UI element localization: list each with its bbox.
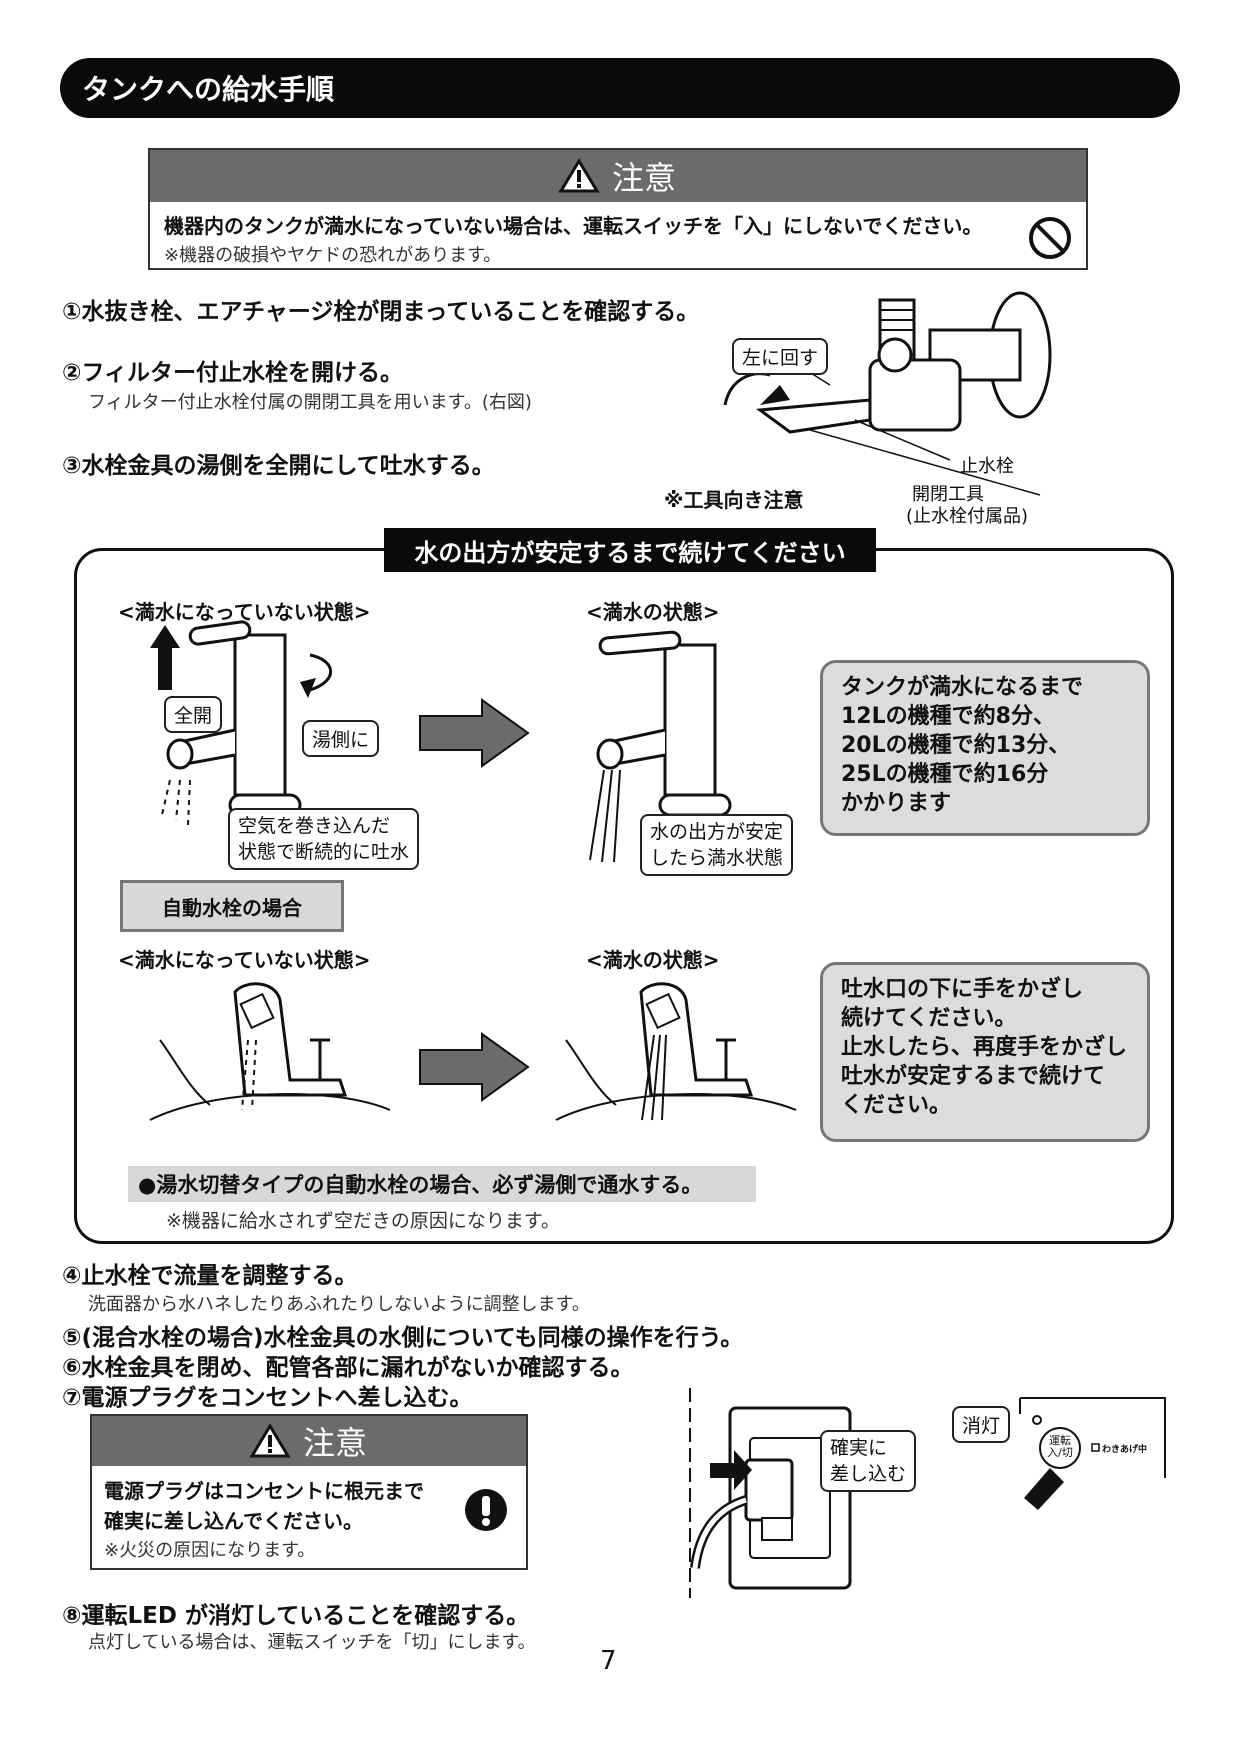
arrow-right-icon	[419, 1032, 530, 1102]
caution-note: ※火災の原因になります。	[104, 1540, 316, 1561]
hand-info-line: ください。	[841, 1093, 952, 1118]
stable-label-line2: したら満水状態	[650, 847, 784, 869]
stable-label: 水の出方が安定 したら満水状態	[640, 814, 794, 876]
auto-faucet-not-full-illustration	[149, 982, 391, 1121]
fill-time-line: タンクが満水になるまで	[841, 675, 1084, 700]
hand-info-line: 続けてください。	[841, 1006, 1017, 1031]
faucet-full-illustration	[589, 630, 732, 863]
page-title: タンクへの給水手順	[60, 58, 1180, 118]
hot-side-label: 湯側に	[302, 720, 380, 757]
arrow-right-icon	[419, 698, 530, 768]
state-not-full-auto: <満水になっていない状態>	[118, 948, 371, 972]
hand-info-line: 吐水が安定するまで続けて	[841, 1064, 1106, 1089]
switch-label-line1: 運転	[1049, 1434, 1071, 1447]
control-panel-illustration	[1019, 1397, 1166, 1510]
insert-label: 確実に 差し込む	[820, 1430, 917, 1492]
air-label: 空気を巻き込んだ 状態で断続的に吐水	[228, 808, 420, 870]
off-label: 消灯	[952, 1406, 1011, 1443]
fill-time-line: 25Lの機種で約16分	[841, 762, 1049, 787]
caution-heading: 注意	[611, 159, 676, 197]
air-label-line2: 状態で断続的に吐水	[238, 841, 410, 863]
fill-time-line: 20Lの機種で約13分、	[841, 733, 1071, 758]
step-2-sub: フィルター付止水栓付属の開閉工具を用います。(右図)	[88, 392, 532, 413]
turn-left-label: 左に回す	[732, 338, 829, 375]
tool-label: 開閉工具	[912, 484, 984, 505]
switch-label-line2: 入/切	[1047, 1446, 1073, 1459]
auto-faucet-label: 自動水栓の場合	[120, 880, 344, 932]
step-4: ④止水栓で流量を調整する。	[62, 1263, 358, 1289]
tool-note: ※工具向き注意	[664, 488, 804, 512]
warning-icon	[249, 1423, 291, 1458]
tool-sub-label: (止水栓付属品)	[906, 506, 1029, 527]
power-switch: 運転 入/切	[1046, 1435, 1074, 1459]
valve-illustration	[723, 291, 1052, 496]
step-2: ②フィルター付止水栓を開ける。	[62, 360, 404, 386]
caution-header: 注意	[92, 1416, 526, 1466]
state-full: <満水の状態>	[586, 600, 720, 624]
fill-time-line: かかります	[841, 791, 952, 816]
caution-text-line2: 確実に差し込んでください。	[104, 1509, 363, 1533]
state-full-auto: <満水の状態>	[586, 948, 720, 972]
prohibited-icon	[1029, 217, 1071, 259]
caution-note: ※機器の破損やヤケドの恐れがあります。	[164, 245, 502, 266]
state-not-full: <満水になっていない状態>	[118, 600, 371, 624]
insert-label-line2: 差し込む	[830, 1463, 907, 1485]
step-1: ①水抜き栓、エアチャージ栓が閉まっていることを確認する。	[62, 299, 700, 325]
mandatory-icon	[465, 1489, 507, 1531]
step-8: ⑧運転LED が消灯していることを確認する。	[62, 1603, 530, 1629]
warning-icon	[558, 158, 600, 193]
auto-faucet-full-illustration	[555, 982, 797, 1121]
full-open-label: 全開	[164, 696, 223, 733]
fill-time-info: タンクが満水になるまで 12Lの機種で約8分、 20Lの機種で約13分、 25L…	[820, 660, 1150, 836]
warm-water-sub: ※機器に給水されず空だきの原因になります。	[166, 1210, 561, 1232]
page-number: 7	[600, 1646, 617, 1676]
step-5: ⑤(混合水栓の場合)水栓金具の水側についても同様の操作を行う。	[62, 1325, 744, 1351]
fill-time-line: 12Lの機種で約8分、	[841, 704, 1055, 729]
step-3: ③水栓金具の湯側を全開にして吐水する。	[62, 453, 495, 479]
step-6: ⑥水栓金具を閉め、配管各部に漏れがないか確認する。	[62, 1355, 634, 1381]
step-8-sub: 点灯している場合は、運転スイッチを「切」にします。	[88, 1632, 536, 1653]
caution-box-top: 注意 機器内のタンクが満水になっていない場合は、運転スイッチを「入」にしないでく…	[148, 148, 1088, 270]
insert-label-line1: 確実に	[830, 1437, 888, 1459]
step-4-sub: 洗面器から水ハネしたりあふれたりしないように調整します。	[88, 1294, 590, 1315]
hand-info: 吐水口の下に手をかざし 続けてください。 止水したら、再度手をかざし 吐水が安定…	[820, 962, 1150, 1142]
stop-valve-label: 止水栓	[960, 456, 1014, 477]
stable-label-line1: 水の出方が安定	[650, 821, 784, 843]
hand-info-line: 止水したら、再度手をかざし	[841, 1035, 1128, 1060]
frame-title: 水の出方が安定するまで続けてください	[384, 528, 876, 572]
hand-info-line: 吐水口の下に手をかざし	[841, 977, 1084, 1002]
warm-water-note: ●湯水切替タイプの自動水栓の場合、必ず湯側で通水する。	[128, 1166, 756, 1202]
caution-text: 機器内のタンクが満水になっていない場合は、運転スイッチを「入」にしないでください…	[164, 214, 983, 238]
caution-header: 注意	[150, 150, 1086, 202]
caution-text-line1: 電源プラグはコンセントに根元まで	[104, 1479, 424, 1503]
air-label-line1: 空気を巻き込んだ	[238, 815, 391, 837]
caution-box-bottom: 注意 電源プラグはコンセントに根元まで 確実に差し込んでください。 ※火災の原因…	[90, 1414, 528, 1570]
outlet-illustration	[689, 1388, 852, 1598]
step-7: ⑦電源プラグをコンセントへ差し込む。	[62, 1385, 473, 1411]
caution-heading: 注意	[302, 1424, 367, 1462]
boiling-indicator: わきあげ中	[1102, 1445, 1148, 1455]
